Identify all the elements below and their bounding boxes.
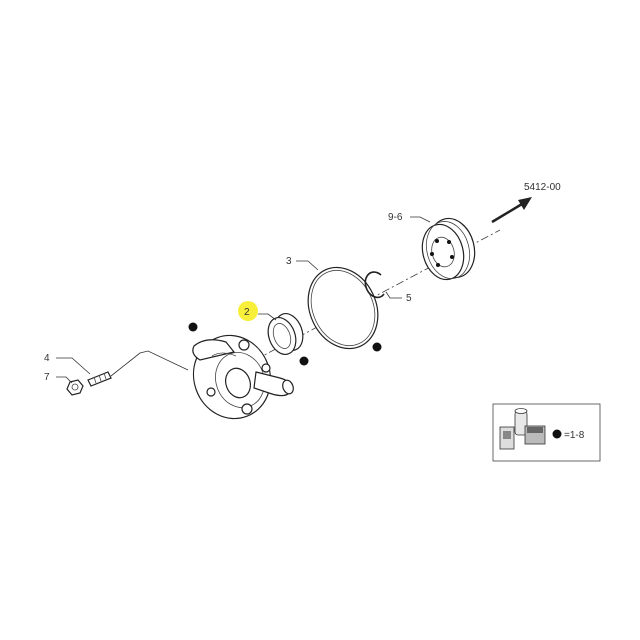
leader-4	[56, 357, 91, 375]
seal-front	[267, 317, 297, 355]
bullet-icon	[372, 342, 382, 352]
callout-5: 5	[406, 293, 412, 304]
leader-9-6	[410, 216, 431, 223]
pulley-front	[421, 223, 465, 281]
leader-3	[296, 260, 319, 271]
seal-bore	[272, 323, 292, 349]
callout-9-6: 9-6	[388, 212, 403, 223]
leader-5	[385, 291, 402, 299]
part-7-nut[interactable]: 7	[44, 372, 84, 396]
pulley-groove	[425, 221, 471, 279]
reference-arrow[interactable]: 5412-00	[491, 182, 561, 224]
part-4-stud[interactable]: 4	[44, 350, 189, 387]
tool-cylinder-top	[514, 408, 528, 414]
callout-3: 3	[286, 256, 292, 267]
pulley-hole	[430, 252, 434, 256]
leader-2	[258, 313, 277, 321]
pulley-hole	[447, 240, 451, 244]
mount-lug	[206, 387, 216, 397]
callout-7: 7	[44, 372, 50, 383]
part-9-6-pulley[interactable]: 9-6	[388, 212, 481, 284]
bullet-icon	[299, 356, 309, 366]
mount-lug	[241, 403, 253, 415]
leader-7	[56, 376, 73, 384]
outlet-opening	[282, 379, 294, 395]
pulley-hole	[436, 263, 440, 267]
mount-lug	[261, 363, 271, 373]
stud-thread	[98, 374, 102, 382]
highlight-marker	[238, 301, 258, 321]
o-ring-outer	[307, 266, 379, 350]
stud-thread	[103, 372, 107, 380]
stud	[87, 371, 112, 387]
mount-lug	[238, 339, 250, 351]
tool-block-face	[503, 431, 511, 439]
tools-icon	[499, 408, 546, 450]
callout-2: 2	[244, 307, 250, 318]
housing-arm	[192, 339, 236, 361]
legend-label: =1-8	[564, 430, 585, 441]
part-5-circlip[interactable]: 5	[364, 271, 412, 304]
callout-4: 4	[44, 353, 50, 364]
reference-label: 5412-00	[524, 182, 561, 193]
nut-hole	[71, 383, 79, 391]
part-2-seal[interactable]: 2	[238, 301, 308, 358]
part-3-o-ring[interactable]: 3	[286, 256, 391, 360]
bullet-icon	[188, 322, 198, 332]
pump-housing[interactable]	[182, 325, 295, 430]
pulley-hole	[450, 255, 454, 259]
nut	[66, 379, 84, 396]
stud-thread	[93, 376, 97, 384]
bullet-icon	[552, 429, 562, 439]
housing-bore	[225, 367, 251, 399]
pulley-hole	[435, 239, 439, 243]
arrow-head	[518, 197, 532, 210]
legend-box: =1-8	[492, 403, 601, 462]
o-ring-inner	[310, 270, 376, 346]
housing-rib	[211, 352, 237, 357]
circlip	[364, 271, 385, 299]
tool-box-top	[527, 427, 543, 433]
arrow-icon	[491, 202, 523, 224]
stud-insert-line	[110, 350, 189, 377]
